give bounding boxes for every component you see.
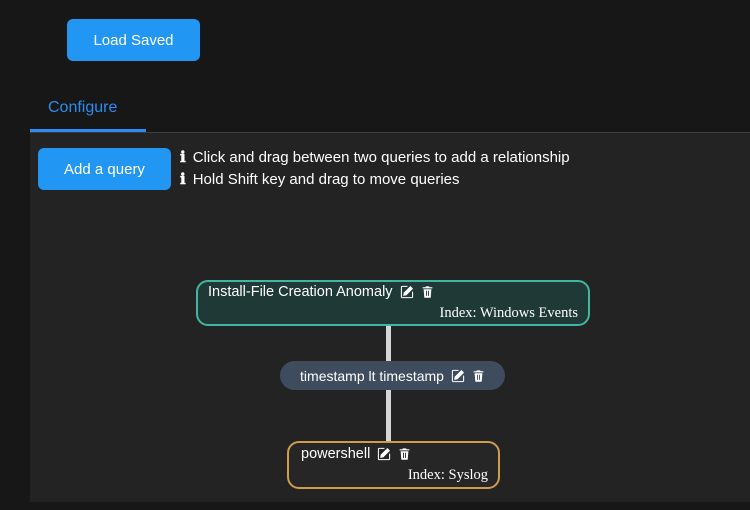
tab-active-underline — [30, 129, 146, 132]
relationship-node-timestamp-lt-timestamp[interactable]: timestamp lt timestamp — [280, 361, 505, 390]
instruction-text: Click and drag between two queries to ad… — [192, 149, 570, 166]
trash-icon[interactable] — [421, 285, 434, 299]
info-icon: ℹ — [180, 150, 186, 166]
load-saved-button[interactable]: Load Saved — [67, 19, 200, 61]
query-node-index-label: Index: Syslog — [407, 467, 488, 483]
instruction-text: Hold Shift key and drag to move queries — [192, 171, 460, 188]
trash-icon[interactable] — [472, 369, 485, 383]
trash-icon[interactable] — [398, 447, 411, 461]
add-query-button[interactable]: Add a query — [38, 148, 171, 190]
edit-icon[interactable] — [400, 285, 414, 299]
query-node-powershell[interactable]: powershell Index: Syslog — [287, 441, 500, 489]
instructions: ℹ Click and drag between two queries to … — [180, 147, 570, 191]
instruction-line: ℹ Click and drag between two queries to … — [180, 147, 570, 169]
relationship-label: timestamp lt timestamp — [300, 367, 444, 384]
query-node-install-file-creation-anomaly[interactable]: Install-File Creation Anomaly Index: Win… — [196, 280, 590, 326]
edit-icon[interactable] — [377, 447, 391, 461]
tab-configure[interactable]: Configure — [48, 99, 118, 116]
query-node-label: Install-File Creation Anomaly — [208, 284, 393, 300]
info-icon: ℹ — [180, 172, 186, 188]
query-node-index-label: Index: Windows Events — [439, 305, 579, 321]
query-node-label: powershell — [301, 446, 371, 462]
instruction-line: ℹ Hold Shift key and drag to move querie… — [180, 169, 570, 191]
configure-panel: Add a query ℹ Click and drag between two… — [30, 132, 750, 502]
edit-icon[interactable] — [451, 369, 465, 383]
